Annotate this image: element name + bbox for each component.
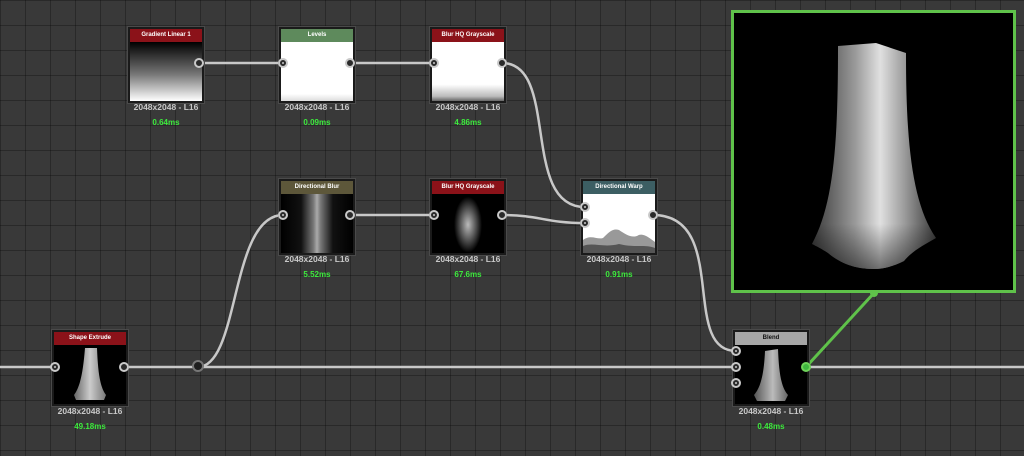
node-thumbnail (432, 194, 504, 253)
reroute-dot[interactable] (192, 360, 204, 372)
node-title: Directional Warp (583, 181, 655, 194)
node-timing: 4.86ms (454, 118, 482, 127)
node-title: Directional Blur (281, 181, 353, 194)
output-port[interactable] (345, 210, 355, 220)
node-resolution: 2048x2048 - L16 (284, 102, 350, 112)
input-port[interactable] (429, 210, 439, 220)
wire-reroute-to-dirblur (197, 213, 284, 369)
node-thumbnail (432, 42, 504, 101)
preview-shape (812, 43, 936, 269)
node-thumbnail (735, 345, 807, 404)
node-resolution: 2048x2048 - L16 (435, 254, 501, 264)
wire-blurmid-to-warp (501, 213, 586, 225)
node-resolution: 2048x2048 - L16 (738, 406, 804, 416)
node-timing: 5.52ms (303, 270, 331, 279)
node-title: Blend (735, 332, 807, 345)
output-port[interactable] (648, 210, 658, 220)
warp-thumbnail-shape (583, 229, 655, 253)
input-port-1[interactable] (731, 346, 741, 356)
node-timing: 0.91ms (605, 270, 633, 279)
output-port[interactable] (194, 58, 204, 68)
output-port[interactable] (345, 58, 355, 68)
input-port-2[interactable] (580, 218, 590, 228)
input-port[interactable] (50, 362, 60, 372)
output-port[interactable] (497, 210, 507, 220)
node-blur-hq-grayscale-mid[interactable]: Blur HQ Grayscale (430, 179, 506, 255)
node-levels[interactable]: Levels (279, 27, 355, 103)
node-resolution: 2048x2048 - L16 (57, 406, 123, 416)
input-port[interactable] (278, 58, 288, 68)
node-resolution: 2048x2048 - L16 (284, 254, 350, 264)
node-timing: 67.6ms (454, 270, 482, 279)
preview-link-line (804, 291, 876, 369)
node-gradient-linear[interactable]: Gradient Linear 1 (128, 27, 204, 103)
node-preview-frame[interactable] (731, 10, 1016, 293)
node-resolution: 2048x2048 - L16 (133, 102, 199, 112)
node-timing: 0.64ms (152, 118, 180, 127)
input-port[interactable] (429, 58, 439, 68)
node-title: Blur HQ Grayscale (432, 181, 504, 194)
node-thumbnail (281, 42, 353, 101)
node-blur-hq-grayscale-top[interactable]: Blur HQ Grayscale (430, 27, 506, 103)
node-resolution: 2048x2048 - L16 (435, 102, 501, 112)
node-title: Levels (281, 29, 353, 42)
node-resolution: 2048x2048 - L16 (586, 254, 652, 264)
node-shape-extrude[interactable]: Shape Extrude (52, 330, 128, 406)
node-title: Shape Extrude (54, 332, 126, 345)
node-thumbnail (281, 194, 353, 253)
wire-blur-top-to-warp (501, 61, 586, 209)
node-directional-warp[interactable]: Directional Warp (581, 179, 657, 255)
node-thumbnail (583, 194, 655, 253)
node-thumbnail (130, 42, 202, 101)
input-port-3[interactable] (731, 378, 741, 388)
node-timing: 0.09ms (303, 118, 331, 127)
node-directional-blur[interactable]: Directional Blur (279, 179, 355, 255)
wire-warp-to-blend (652, 213, 737, 353)
node-title: Blur HQ Grayscale (432, 29, 504, 42)
input-port[interactable] (278, 210, 288, 220)
node-timing: 0.48ms (757, 422, 785, 431)
node-blend[interactable]: Blend (733, 330, 809, 406)
extrude-thumbnail-shape (74, 348, 106, 400)
output-port[interactable] (801, 362, 811, 372)
input-port-1[interactable] (580, 202, 590, 212)
node-thumbnail (54, 345, 126, 404)
input-port-2[interactable] (731, 362, 741, 372)
node-title: Gradient Linear 1 (130, 29, 202, 42)
output-port[interactable] (497, 58, 507, 68)
output-port[interactable] (119, 362, 129, 372)
node-timing: 49.18ms (74, 422, 106, 431)
blend-thumbnail-shape (754, 349, 788, 401)
